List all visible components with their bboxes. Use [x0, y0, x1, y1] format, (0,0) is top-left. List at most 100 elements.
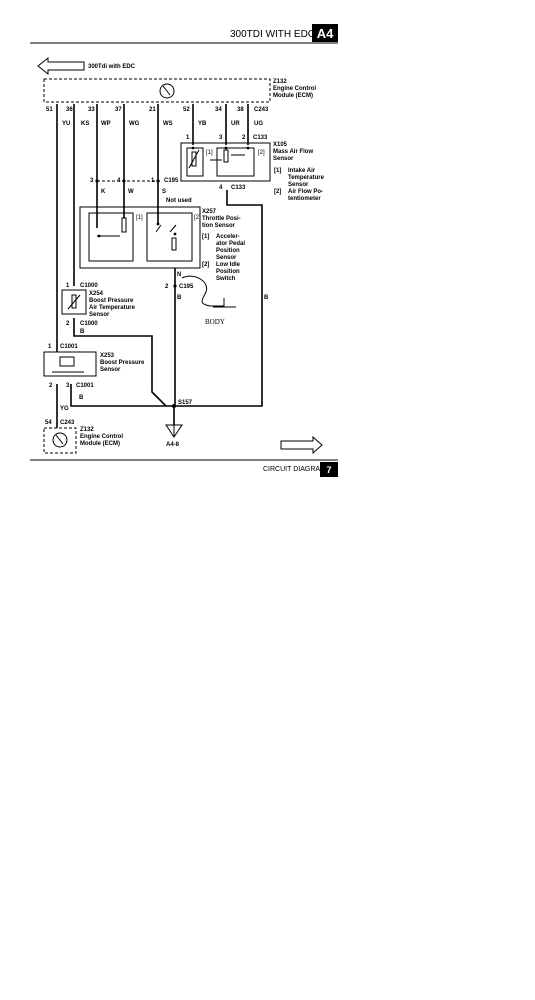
arrow-left-icon	[37, 56, 85, 76]
arrow-right-icon	[280, 435, 323, 455]
maf-note-marker: [2]	[274, 189, 281, 195]
c195-bottom-node	[173, 284, 177, 288]
ecm-bottom-id: Z132	[80, 427, 94, 433]
maf-outer-box	[180, 142, 271, 182]
tps-note: Position	[216, 248, 240, 254]
ecm-bottom-name-2: Module (ECM)	[80, 441, 120, 447]
splice-s157: S157 A4-8	[165, 400, 193, 448]
page-footer: CIRCUIT DIAGRAM 7	[30, 435, 338, 477]
tps-name-2: tion Sensor	[202, 223, 236, 229]
idle-switch-icon	[155, 224, 162, 233]
maf-note: Sensor	[288, 182, 309, 188]
wire-label: YU	[62, 121, 70, 127]
ecm-bottom-pin: 54	[45, 420, 52, 426]
potentiometer-icon	[223, 149, 229, 163]
tps-note: Acceler-	[216, 234, 240, 240]
tps-id: X257	[202, 209, 217, 215]
wire-boost-ground	[70, 384, 174, 407]
tps-sub-label: [1]	[136, 215, 143, 221]
x253-bottom-pin: 3	[66, 383, 70, 389]
header-title: 300TDI WITH EDC	[230, 29, 315, 40]
tps-note: Sensor	[216, 255, 237, 261]
page-number: 7	[326, 465, 331, 475]
wire-label: B	[177, 295, 182, 301]
tps-sub-1	[88, 212, 134, 262]
wire-label: S	[162, 189, 166, 195]
splice-id: S157	[178, 400, 193, 406]
wire-label: WS	[163, 121, 173, 127]
wire-label: YG	[60, 406, 69, 412]
section-badge-bg	[312, 24, 338, 42]
x253-bottom-connector: C1001	[76, 383, 94, 389]
ecm-bottom-name-1: Engine Control	[80, 434, 123, 440]
x254-top-connector: C1000	[80, 283, 98, 289]
c195-pin: 1	[151, 178, 155, 184]
tps-note: Low Idle	[216, 262, 241, 268]
splice-node	[172, 404, 176, 408]
ecm-pin: 52	[183, 107, 190, 113]
c195-node	[95, 179, 99, 183]
c195-bottom-pin: 2	[165, 284, 169, 290]
maf-bottom-connector: C133	[231, 185, 246, 191]
boost-sensor: 1 C1001 X253 Boost Pressure Sensor 2 3 C…	[43, 344, 145, 412]
wire-label: WG	[129, 121, 140, 127]
maf-note: Temperature	[288, 175, 325, 181]
wire-label: W	[128, 189, 134, 195]
maf-node	[224, 146, 228, 150]
x253-top-connector: C1001	[60, 344, 78, 350]
ecm-bottom: 54 C243 Z132 Engine Control Module (ECM)	[43, 420, 123, 454]
tps-node	[156, 222, 160, 226]
tps-note: Position	[216, 269, 240, 275]
x253-box	[43, 351, 97, 377]
maf-note: tentiometer	[288, 196, 321, 202]
ecm-bottom-box	[43, 427, 77, 454]
maf-sub-1	[186, 147, 204, 177]
maf-pin: 1	[186, 135, 190, 141]
maf-name-1: Mass Air Flow	[273, 149, 313, 155]
tps-name-1: Throttle Posi-	[202, 216, 241, 222]
temp-sensor-slash	[67, 294, 81, 310]
c195-node	[122, 179, 126, 183]
x254-name: Boost Pressure	[89, 298, 134, 304]
maf-note-marker: [1]	[274, 168, 281, 174]
x253-bottom-pin: 2	[49, 383, 53, 389]
tps-note: ator Pedal	[216, 241, 245, 247]
ecm-pin: 34	[215, 107, 222, 113]
maf-name-2: Sensor	[273, 156, 294, 162]
x254-name: Air Temperature	[89, 305, 136, 311]
ecm-top: Z132 Engine Control Module (ECM) C243 51…	[43, 78, 316, 127]
tps-outer-box	[79, 206, 201, 269]
maf-sensor: 1 3 2 C133 [1] [2] X105 Mass Air Flow Se…	[180, 135, 325, 202]
maf-sub-2	[216, 147, 255, 177]
c195-node	[156, 179, 160, 183]
footer-label: CIRCUIT DIAGRAM	[263, 466, 326, 473]
wire-label: K	[101, 189, 106, 195]
x254-name: Sensor	[89, 312, 110, 318]
ecm-pin: 33	[88, 107, 95, 113]
x253-id: X253	[100, 353, 115, 359]
wire-maf-ground	[174, 190, 263, 407]
maf-note: Air Flow Po-	[288, 189, 323, 195]
top-arrow: 300Tdi with EDC	[37, 56, 136, 76]
top-arrow-label: 300Tdi with EDC	[88, 64, 136, 70]
x254-box	[61, 289, 87, 315]
ecm-top-box	[43, 78, 271, 103]
ecm-top-name-2: Module (ECM)	[273, 93, 313, 99]
idle-switch-icon	[169, 224, 177, 233]
wire-label: KS	[81, 121, 89, 127]
wire-label: WP	[101, 121, 111, 127]
x253-name: Boost Pressure	[100, 360, 145, 366]
maf-sub-label: [2]	[258, 150, 265, 156]
ecm-bottom-connector: C243	[60, 420, 75, 426]
handdrawn-wire	[181, 275, 224, 307]
wire-boost-temp-ground	[73, 318, 167, 407]
wire-label: B	[80, 329, 85, 335]
ecm-pin: 38	[237, 107, 244, 113]
tps-node	[173, 232, 177, 236]
maf-note: Intake Air	[288, 168, 316, 174]
temp-sensor-icon	[71, 294, 77, 309]
ecm-pin: 21	[149, 107, 156, 113]
ecm-top-id: Z132	[273, 79, 287, 85]
maf-top-connector: C133	[253, 135, 268, 141]
